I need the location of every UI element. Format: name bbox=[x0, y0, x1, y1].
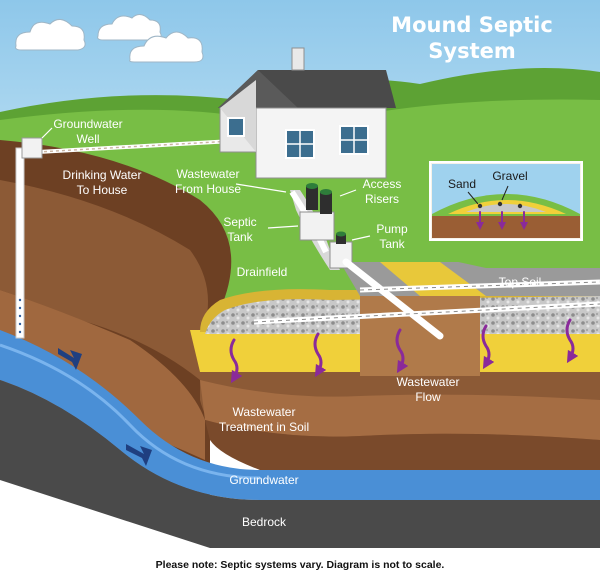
leader-lines bbox=[41, 127, 371, 241]
label-access-risers: Access bbox=[363, 177, 402, 191]
label-septic-tank: Septic bbox=[223, 215, 256, 229]
septic-tank bbox=[299, 183, 335, 241]
soil-band-left-2 bbox=[0, 290, 205, 460]
inset-detail bbox=[429, 161, 583, 241]
well-cap bbox=[21, 137, 43, 159]
label-wastewater-from-house-2: From House bbox=[175, 182, 241, 196]
grass-strip-right bbox=[440, 258, 600, 268]
label-drainfield: Drainfield bbox=[237, 265, 288, 279]
pump-trench bbox=[360, 296, 480, 376]
label-treatment-in-soil: Wastewater bbox=[233, 405, 296, 419]
pipe-from-pump bbox=[342, 258, 444, 340]
wastewater-arrows bbox=[229, 318, 579, 384]
label-pump-tank: Pump bbox=[376, 222, 408, 236]
treatment-band bbox=[200, 380, 600, 440]
label-groundwater-well: Groundwater bbox=[53, 117, 122, 131]
label-access-risers-2: Risers bbox=[365, 192, 399, 206]
label-pump-tank-2: Tank bbox=[379, 237, 405, 251]
cloud-left bbox=[15, 19, 86, 51]
groundwater-highlight bbox=[0, 343, 261, 480]
groundwater-band bbox=[0, 330, 600, 500]
house bbox=[218, 47, 396, 179]
access-riser-2 bbox=[320, 192, 332, 214]
access-riser-1 bbox=[306, 186, 318, 210]
label-wastewater-from-house: Wastewater bbox=[177, 167, 240, 181]
title-line-1: Mound Septic bbox=[391, 13, 553, 37]
house-window-left bbox=[227, 117, 245, 137]
label-septic-tank-2: Tank bbox=[227, 230, 253, 244]
treatment-band-2 bbox=[205, 420, 600, 470]
soil-band-left-1 bbox=[0, 180, 208, 380]
label-treatment-in-soil-2: Treatment in Soil bbox=[219, 420, 309, 434]
label-groundwater-well-2: Well bbox=[76, 132, 99, 146]
cloud-right bbox=[129, 31, 204, 63]
label-wastewater-flow-2: Flow bbox=[415, 390, 441, 404]
label-wastewater-flow: Wastewater bbox=[397, 375, 460, 389]
title-line-2: System bbox=[428, 39, 515, 63]
bedrock bbox=[0, 380, 600, 548]
footnote: Please note: Septic systems vary. Diagra… bbox=[156, 559, 445, 571]
label-gravel: Gravel bbox=[492, 169, 527, 183]
label-top-soil: Top Soil bbox=[499, 275, 542, 289]
label-sand: Sand bbox=[448, 177, 476, 191]
label-drinking-water-2: To House bbox=[77, 183, 128, 197]
groundwater-flow-arrows bbox=[58, 348, 152, 466]
label-drinking-water: Drinking Water bbox=[63, 168, 142, 182]
label-bedrock: Bedrock bbox=[242, 515, 287, 529]
well-dots bbox=[18, 298, 22, 334]
well-pipe bbox=[15, 147, 25, 339]
label-groundwater: Groundwater bbox=[229, 473, 298, 487]
cloud-middle bbox=[97, 14, 162, 41]
